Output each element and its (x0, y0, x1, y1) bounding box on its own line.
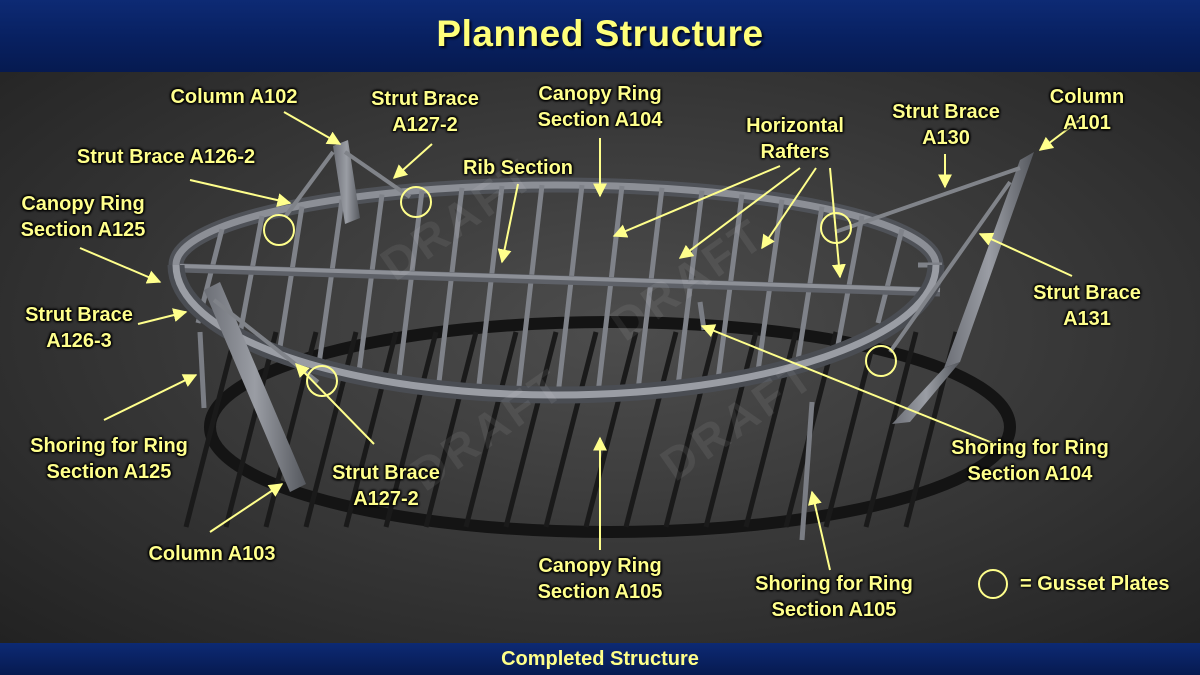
horizontal-rafter (179, 263, 941, 297)
rib-shadow (503, 331, 559, 528)
leader-arrow (189, 179, 292, 207)
leader-arrow (678, 167, 801, 259)
leader-arrow (700, 324, 1011, 451)
leader-arrow (283, 111, 342, 145)
rib-line (555, 184, 585, 396)
label-leaders (79, 111, 1086, 571)
rib-shadow (583, 331, 639, 528)
rib-line (595, 185, 625, 394)
label-column-a102: Column A102 (170, 86, 298, 108)
leader-arrow (103, 374, 198, 421)
label-strut-brace-a126-3: Strut Brace A126-3 (25, 304, 133, 352)
rib-sections (195, 184, 942, 396)
rib-shadow (223, 331, 279, 528)
rib-line (795, 206, 825, 361)
leader-arrow (1038, 115, 1086, 151)
label-strut-brace-a130: Strut Brace A130 (892, 101, 1000, 149)
leader-arrow (295, 362, 375, 445)
leader-arrow (137, 308, 188, 325)
rib-line (435, 187, 465, 391)
rib-shadow (183, 331, 239, 528)
leader-arrow (808, 490, 831, 571)
rib-shadow (463, 331, 519, 528)
leader-arrow (392, 143, 433, 179)
rib-line (475, 185, 505, 394)
label-strut-brace-a131: Strut Brace A131 (1033, 282, 1141, 330)
label-rib-section: Rib Section (462, 157, 574, 179)
label-shoring-a125: Shoring for Ring Section A125 (30, 435, 188, 483)
canopy-ring-back (168, 177, 944, 266)
leader-arrow (761, 167, 817, 250)
rib-shadow (543, 331, 599, 528)
label-canopy-ring-a125: Canopy Ring Section A125 (20, 193, 146, 241)
rib-line (515, 184, 545, 396)
label-shoring-a105: Shoring for Ring Section A105 (755, 573, 913, 621)
rib-line (235, 215, 265, 346)
legend-text: = Gusset Plates (1020, 572, 1170, 595)
leader-arrow (209, 483, 284, 533)
leader-arrow (612, 165, 781, 238)
rib-line (275, 206, 305, 361)
rib-line (395, 190, 425, 387)
rib-line (315, 199, 345, 372)
rib-line (355, 194, 385, 380)
column-a103-shape (204, 282, 306, 492)
rib-shadow (343, 331, 399, 528)
rib-shadow (663, 331, 719, 528)
gusset-plate-legend: = Gusset Plates (978, 569, 1170, 599)
page-title: Planned Structure (436, 13, 764, 54)
rib-shadow (623, 331, 679, 528)
structure-drawing (79, 111, 1086, 571)
leader-arrow (978, 232, 1073, 277)
rib-shadow (703, 331, 759, 528)
label-column-a103: Column A103 (148, 543, 276, 565)
rib-line (875, 228, 905, 324)
rib-shadow (423, 331, 479, 528)
label-strut-brace-a127-2-top: Strut Brace A127-2 (371, 88, 479, 136)
label-strut-brace-a127-2-bottom: Strut Brace A127-2 (332, 462, 440, 510)
rib-shadow (383, 331, 439, 528)
caption-banner: Completed Structure (0, 643, 1200, 675)
leader-arrow (79, 247, 162, 284)
structure-diagram: DRAFT DRAFT DRAFT DRAFT Column A102 Stru… (0, 72, 1200, 643)
label-shoring-a104: Shoring for Ring Section A104 (951, 437, 1109, 485)
column-a102-shape (333, 140, 360, 224)
rib-line (635, 187, 665, 391)
label-strut-brace-a126-2: Strut Brace A126-2 (76, 146, 256, 168)
rib-shadow (303, 331, 359, 528)
label-horizontal-rafters: Horizontal Rafters (746, 115, 844, 163)
rib-shadow (863, 331, 919, 528)
leader-arrow (497, 183, 519, 264)
label-canopy-ring-a104: Canopy Ring Section A104 (537, 83, 663, 131)
leader-arrow (829, 167, 846, 279)
label-column-a101: Column A101 (1049, 86, 1125, 134)
rib-line (835, 215, 865, 346)
floor-shadow (183, 316, 1016, 538)
label-canopy-ring-a105: Canopy Ring Section A105 (537, 555, 663, 603)
footer-caption: Completed Structure (501, 647, 699, 670)
rib-shadow (823, 331, 879, 528)
title-banner: Planned Structure (0, 0, 1200, 72)
gusset-circle-icon (978, 569, 1008, 599)
